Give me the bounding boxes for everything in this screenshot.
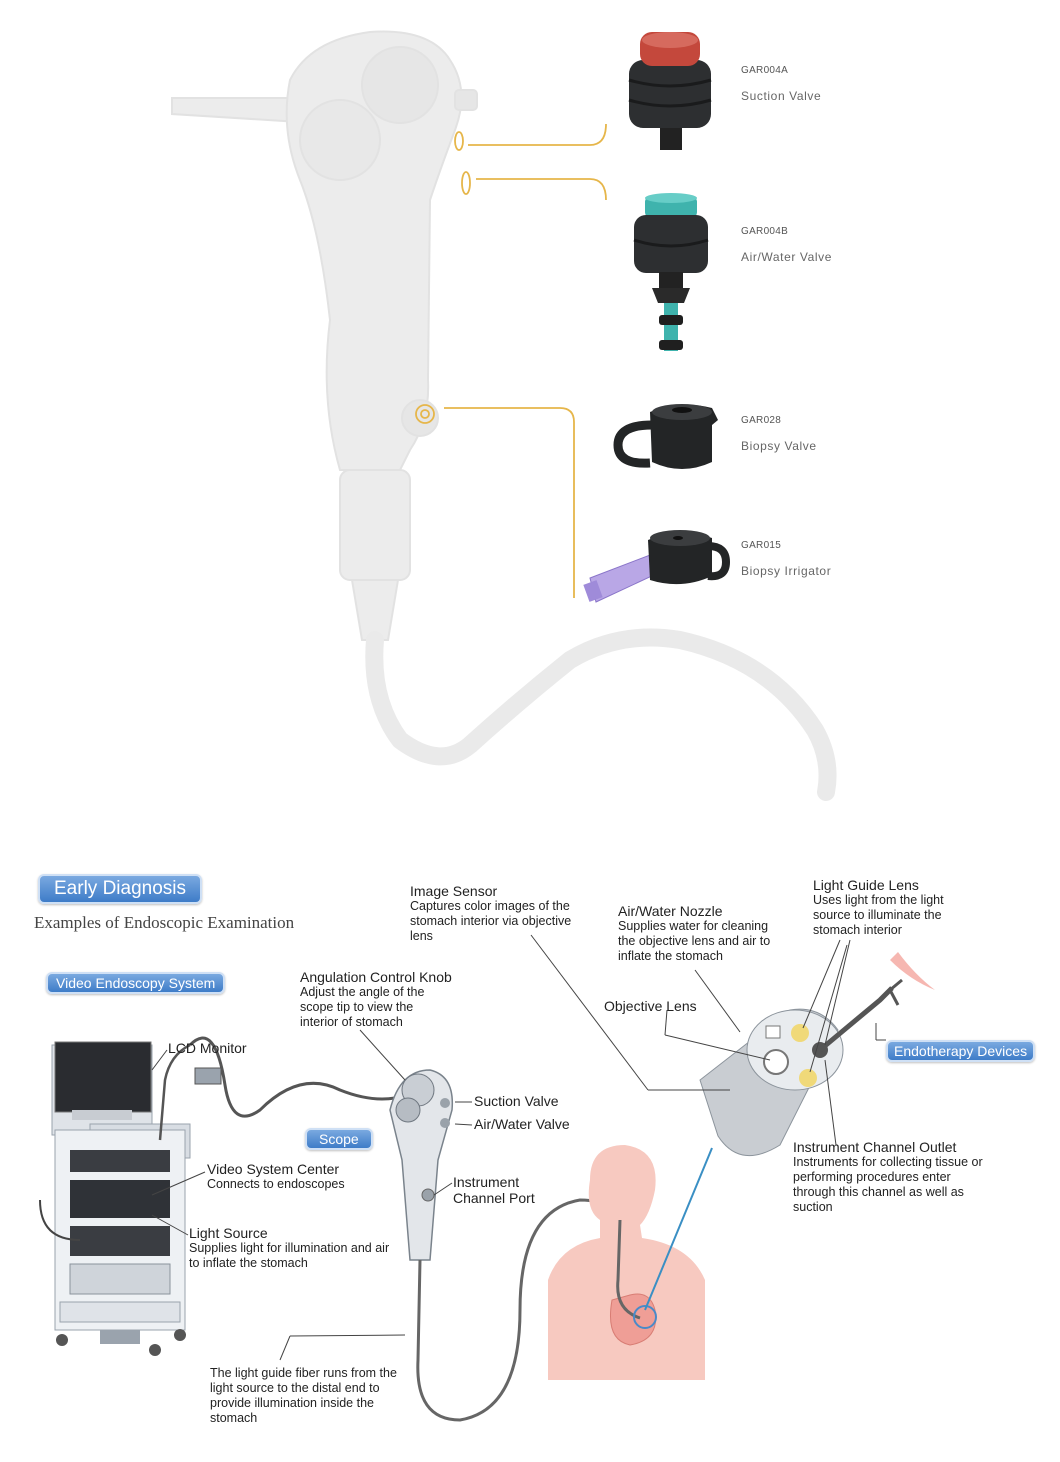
sensor-title: Image Sensor xyxy=(410,883,498,899)
universal-cord xyxy=(188,1036,396,1118)
product-code-3: GAR028 xyxy=(741,415,782,426)
airwater-nozzle-label: Air/Water Nozzle Supplies water for clea… xyxy=(618,903,788,964)
airwater-valve-image xyxy=(633,193,709,351)
outlet-title: Instrument Channel Outlet xyxy=(793,1139,957,1155)
objective-lens-label: Objective Lens xyxy=(604,998,697,1014)
light-source-label: Light Source Supplies light for illumina… xyxy=(189,1225,394,1271)
insertion-tube xyxy=(365,628,837,801)
scope-body xyxy=(389,1069,454,1261)
video-system-center-label: Video System Center Connects to endoscop… xyxy=(207,1161,387,1192)
product-name-1: Suction Valve xyxy=(741,89,822,103)
suction-valve-label: Suction Valve xyxy=(474,1093,559,1109)
early-diagnosis-badge: Early Diagnosis xyxy=(38,874,202,904)
vsc-title: Video System Center xyxy=(207,1161,340,1177)
diagram-subtitle: Examples of Endoscopic Examination xyxy=(34,913,295,932)
airwater-valve-label: Air/Water Valve xyxy=(474,1116,570,1132)
lens-desc: Uses light from the light source to illu… xyxy=(813,893,944,937)
product-code-1: GAR004A xyxy=(741,65,789,76)
vsc-desc: Connects to endoscopes xyxy=(207,1177,345,1191)
ls-desc: Supplies light for illumination and air … xyxy=(189,1241,390,1270)
outlet-desc: Instruments for collecting tissue or per… xyxy=(793,1155,983,1214)
product-code-2: GAR004B xyxy=(741,226,789,237)
distal-tip xyxy=(699,952,935,1157)
biopsy-valve-image xyxy=(613,404,718,469)
product-name-4: Biopsy Irrigator xyxy=(741,564,832,578)
video-system-badge: Video Endoscopy System xyxy=(46,972,226,994)
endoscopy-cart xyxy=(39,1041,191,1356)
lcd-monitor-label: LCD Monitor xyxy=(168,1040,247,1056)
endotherapy-badge: Endotherapy Devices xyxy=(886,1040,1036,1062)
biopsy-irrigator-image xyxy=(583,530,731,603)
instrument-port-label: Instrument Channel Port xyxy=(453,1174,535,1206)
light-guide-lens-label: Light Guide Lens Uses light from the lig… xyxy=(813,877,963,938)
nozzle-desc: Supplies water for cleaning the objectiv… xyxy=(618,919,771,963)
knob-title: Angulation Control Knob xyxy=(300,969,452,985)
instrument-outlet-label: Instrument Channel Outlet Instruments fo… xyxy=(793,1139,993,1215)
sensor-desc: Captures color images of the stomach int… xyxy=(410,899,572,943)
nozzle-title: Air/Water Nozzle xyxy=(618,903,723,919)
ls-title: Light Source xyxy=(189,1225,268,1241)
light-guide-fiber-desc: The light guide fiber runs from the ligh… xyxy=(210,1366,397,1425)
diagram-artwork xyxy=(39,934,935,1422)
product-name-3: Biopsy Valve xyxy=(741,439,817,453)
suction-valve-image xyxy=(628,32,712,150)
product-artwork xyxy=(171,30,837,801)
callout-lines xyxy=(415,123,607,598)
endoscope-silhouette xyxy=(171,30,478,641)
product-name-2: Air/Water Valve xyxy=(741,250,833,264)
leader-lines xyxy=(151,934,886,1361)
patient-body xyxy=(548,1145,705,1380)
product-code-4: GAR015 xyxy=(741,540,782,551)
angulation-knob-label: Angulation Control Knob Adjust the angle… xyxy=(300,969,452,1030)
scope-badge: Scope xyxy=(305,1128,373,1150)
knob-desc: Adjust the angle of the scope tip to vie… xyxy=(300,985,425,1029)
lens-title: Light Guide Lens xyxy=(813,877,919,893)
image-sensor-label: Image Sensor Captures color images of th… xyxy=(410,883,595,944)
